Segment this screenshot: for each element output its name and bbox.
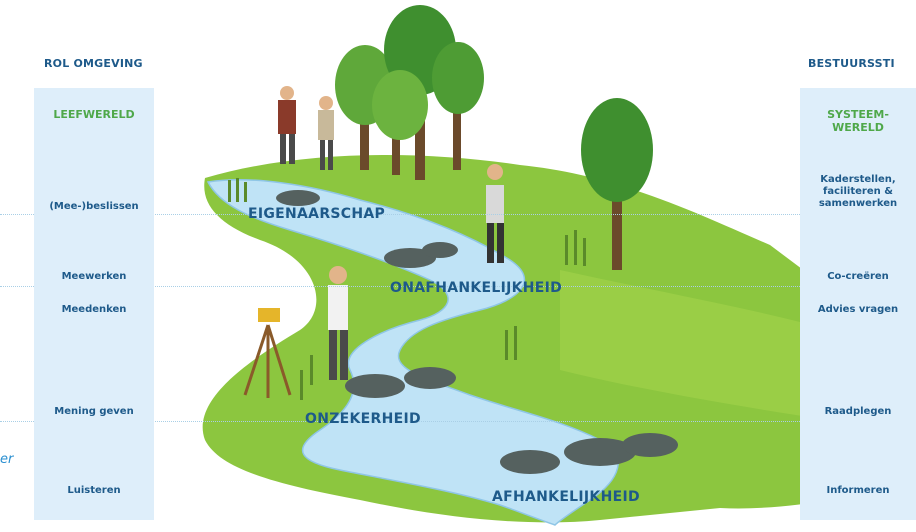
- right-level-raadplegen: Raadplegen: [824, 406, 892, 417]
- rocks: [276, 190, 678, 474]
- left-level-meedenken: Meedenken: [61, 304, 127, 315]
- stage-afhankelijkheid: AFHANKELIJKHEID: [492, 489, 640, 505]
- left-level-mening-geven: Mening geven: [54, 406, 134, 417]
- left-panel: [34, 88, 154, 520]
- right-level-faciliteren: faciliteren &: [823, 186, 893, 197]
- stage-onafhankelijkheid: ONAFHANKELIJKHEID: [390, 280, 563, 296]
- right-level-co-creeren: Co-creëren: [827, 271, 889, 282]
- right-level-informeren: Informeren: [826, 485, 890, 496]
- level-line-3: [0, 421, 916, 422]
- left-header: ROL OMGEVING: [44, 57, 143, 70]
- stage-eigenaarschap: EIGENAARSCHAP: [248, 206, 386, 222]
- stage-onzekerheid: ONZEKERHEID: [305, 411, 421, 427]
- right-panel-title-line1: SYSTEEM-: [827, 108, 889, 121]
- right-panel: [800, 88, 916, 520]
- people: [278, 86, 504, 380]
- trees: [335, 5, 653, 270]
- grass-highlight: [560, 270, 830, 420]
- reeds: [228, 178, 586, 400]
- level-line-2: [0, 286, 916, 287]
- right-level-kaderstellen: Kaderstellen,: [820, 174, 896, 185]
- river: [206, 178, 619, 526]
- right-panel-title-line2: WERELD: [832, 121, 884, 134]
- level-line-1: [0, 214, 916, 215]
- left-level-meewerken: Meewerken: [61, 271, 127, 282]
- right-level-advies-vragen: Advies vragen: [817, 304, 899, 315]
- side-note-fragment: er: [0, 452, 14, 467]
- right-level-samenwerken: samenwerken: [818, 198, 898, 209]
- left-level-mee-beslissen: (Mee-)beslissen: [49, 201, 139, 212]
- right-header: BESTUURSSTI: [808, 57, 895, 70]
- left-level-luisteren: Luisteren: [67, 485, 121, 496]
- left-panel-title: LEEFWERELD: [53, 108, 135, 121]
- survey-tripod: [243, 324, 292, 398]
